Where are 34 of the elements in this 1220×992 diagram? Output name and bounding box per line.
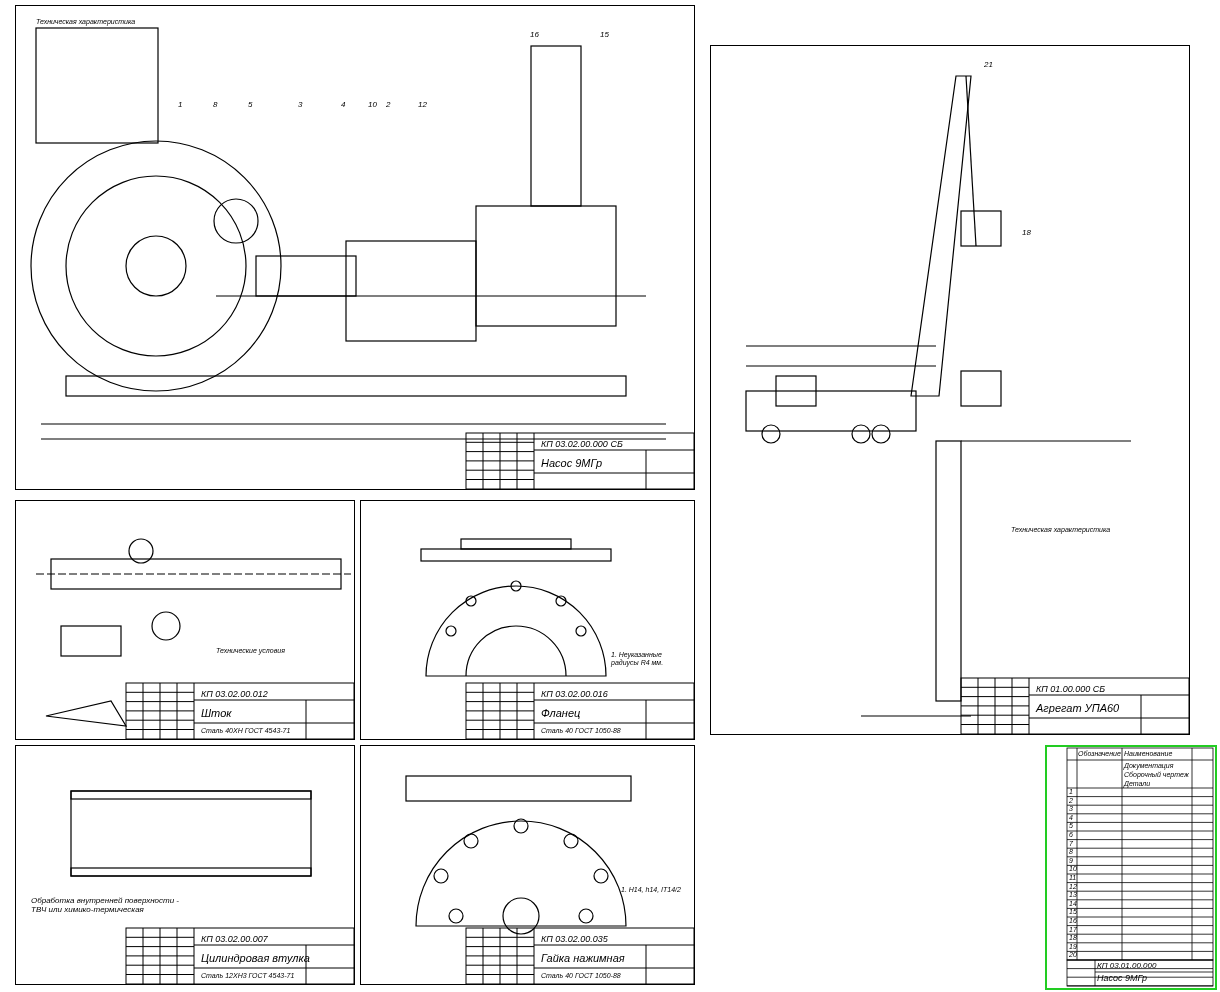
callout-number: 18	[1022, 228, 1031, 238]
designation-text: КП 01.00.000 СБ	[1036, 684, 1107, 695]
note-text: Обработка внутренней поверхности - ТВЧ или химико-термическая	[31, 896, 180, 915]
callout-number: 10	[368, 100, 377, 110]
drawing-sheet	[15, 5, 695, 490]
part-name-text: Насос 9МГр	[541, 457, 604, 470]
part-name-text: Гайка нажимная	[541, 952, 626, 965]
designation-text: КП 03.02.00.016	[541, 689, 609, 700]
part-name-text: Шток	[201, 707, 233, 720]
callout-number: 21	[984, 60, 993, 70]
drawing-sheet	[15, 745, 355, 985]
designation-text: КП 03.02.00.007	[201, 934, 269, 945]
callout-number: 2	[386, 100, 391, 110]
designation-text: КП 03.02.00.035	[541, 934, 609, 945]
drawing-sheet	[360, 745, 695, 985]
callout-number: 3	[298, 100, 303, 110]
callout-number: 12	[418, 100, 427, 110]
drawing-sheet	[710, 45, 1190, 735]
callout-number: 5	[248, 100, 253, 110]
designation-text: КП 03.02.00.000 СБ	[541, 439, 624, 450]
callout-number: 1	[178, 100, 183, 110]
drawing-sheet	[15, 500, 355, 740]
callout-number: 4	[341, 100, 346, 110]
callout-number: 8	[213, 100, 218, 110]
specification-sheet	[1045, 745, 1217, 990]
part-name-text: Фланец	[541, 707, 582, 720]
part-name-text: Насос 9МГр	[1097, 973, 1149, 984]
part-name-text: Агрегат УПА60	[1036, 702, 1121, 715]
drawing-sheet	[360, 500, 695, 740]
designation-text: КП 03.01.00.000	[1097, 961, 1158, 971]
designation-text: КП 03.02.00.012	[201, 689, 269, 700]
part-name-text: Цилиндровая втулка	[201, 952, 311, 965]
callout-number: 16	[530, 30, 539, 40]
callout-number: 15	[600, 30, 609, 40]
